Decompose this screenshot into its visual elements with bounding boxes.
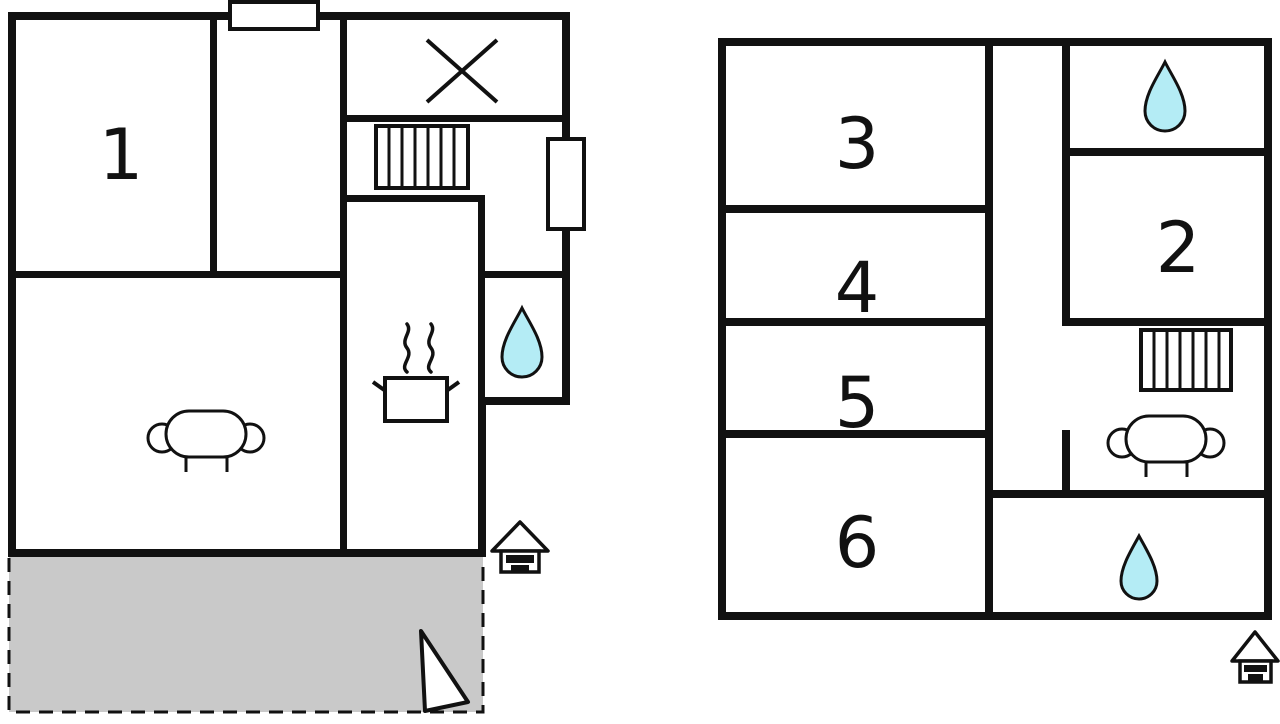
wall-segment xyxy=(718,612,1272,620)
roof-cross-icon xyxy=(425,38,499,104)
steam-line xyxy=(402,322,411,374)
pot-body xyxy=(383,376,449,423)
water-drop-icon xyxy=(1143,58,1187,133)
wall-segment xyxy=(340,115,570,122)
steam-line xyxy=(426,322,435,374)
room-label-5: 5 xyxy=(835,362,880,444)
ground-floor-plan: 1 xyxy=(7,0,586,714)
wall-segment xyxy=(1062,38,1070,326)
entrance-house-icon xyxy=(1230,630,1280,684)
window-symbol xyxy=(546,137,586,231)
north-arrow-icon xyxy=(419,629,470,713)
wall-segment xyxy=(340,195,485,202)
wall-segment xyxy=(985,490,1272,498)
wall-segment xyxy=(718,38,726,620)
wall-segment xyxy=(210,12,217,278)
wall-segment xyxy=(478,195,485,405)
terrace-border xyxy=(7,558,485,714)
wall-segment xyxy=(985,38,993,620)
wall-segment xyxy=(478,271,570,278)
wall-segment xyxy=(340,12,347,557)
wall-segment xyxy=(562,12,570,140)
terrace xyxy=(7,557,485,714)
stairs-icon xyxy=(1139,328,1233,392)
first-floor-plan: 3 4 5 6 2 xyxy=(718,38,1280,684)
chimney xyxy=(228,0,320,31)
water-drop-icon xyxy=(1119,532,1159,601)
wall-segment xyxy=(8,271,347,278)
wall-segment xyxy=(478,397,570,405)
wall-segment xyxy=(1062,318,1272,326)
room-label-4: 4 xyxy=(835,247,880,329)
wall-segment xyxy=(1062,148,1272,156)
wall-segment xyxy=(8,12,16,557)
cross-line xyxy=(425,38,499,104)
stairs-icon xyxy=(374,124,470,190)
sofa-body xyxy=(164,409,248,459)
first-floor-walls xyxy=(718,38,1272,620)
house-band xyxy=(1244,665,1267,672)
stairs-outline xyxy=(1139,328,1233,392)
wall-segment xyxy=(562,228,570,405)
wall-segment xyxy=(1264,38,1272,620)
stove-icon xyxy=(371,322,461,423)
wall-segment xyxy=(718,205,993,213)
house-roof xyxy=(1230,630,1280,663)
wall-segment xyxy=(718,430,993,438)
house-door xyxy=(1248,674,1263,682)
room-label-6: 6 xyxy=(835,502,880,584)
room-label-2: 2 xyxy=(1156,207,1201,289)
room-label-1: 1 xyxy=(99,114,144,196)
entrance-house-icon xyxy=(490,520,550,574)
water-drop-icon xyxy=(500,304,544,379)
sofa-body xyxy=(1124,414,1208,464)
wall-segment xyxy=(718,318,993,326)
house-door xyxy=(511,565,529,572)
room-label-3: 3 xyxy=(835,103,880,185)
house-band xyxy=(506,555,534,563)
wall-segment xyxy=(478,397,486,557)
sofa-icon xyxy=(146,409,266,472)
wall-segment xyxy=(1062,430,1070,498)
wall-segment xyxy=(8,549,486,557)
terrace-area xyxy=(9,557,483,712)
wall-segment xyxy=(718,38,1272,46)
sofa-icon xyxy=(1106,414,1226,477)
house-roof xyxy=(490,520,550,553)
